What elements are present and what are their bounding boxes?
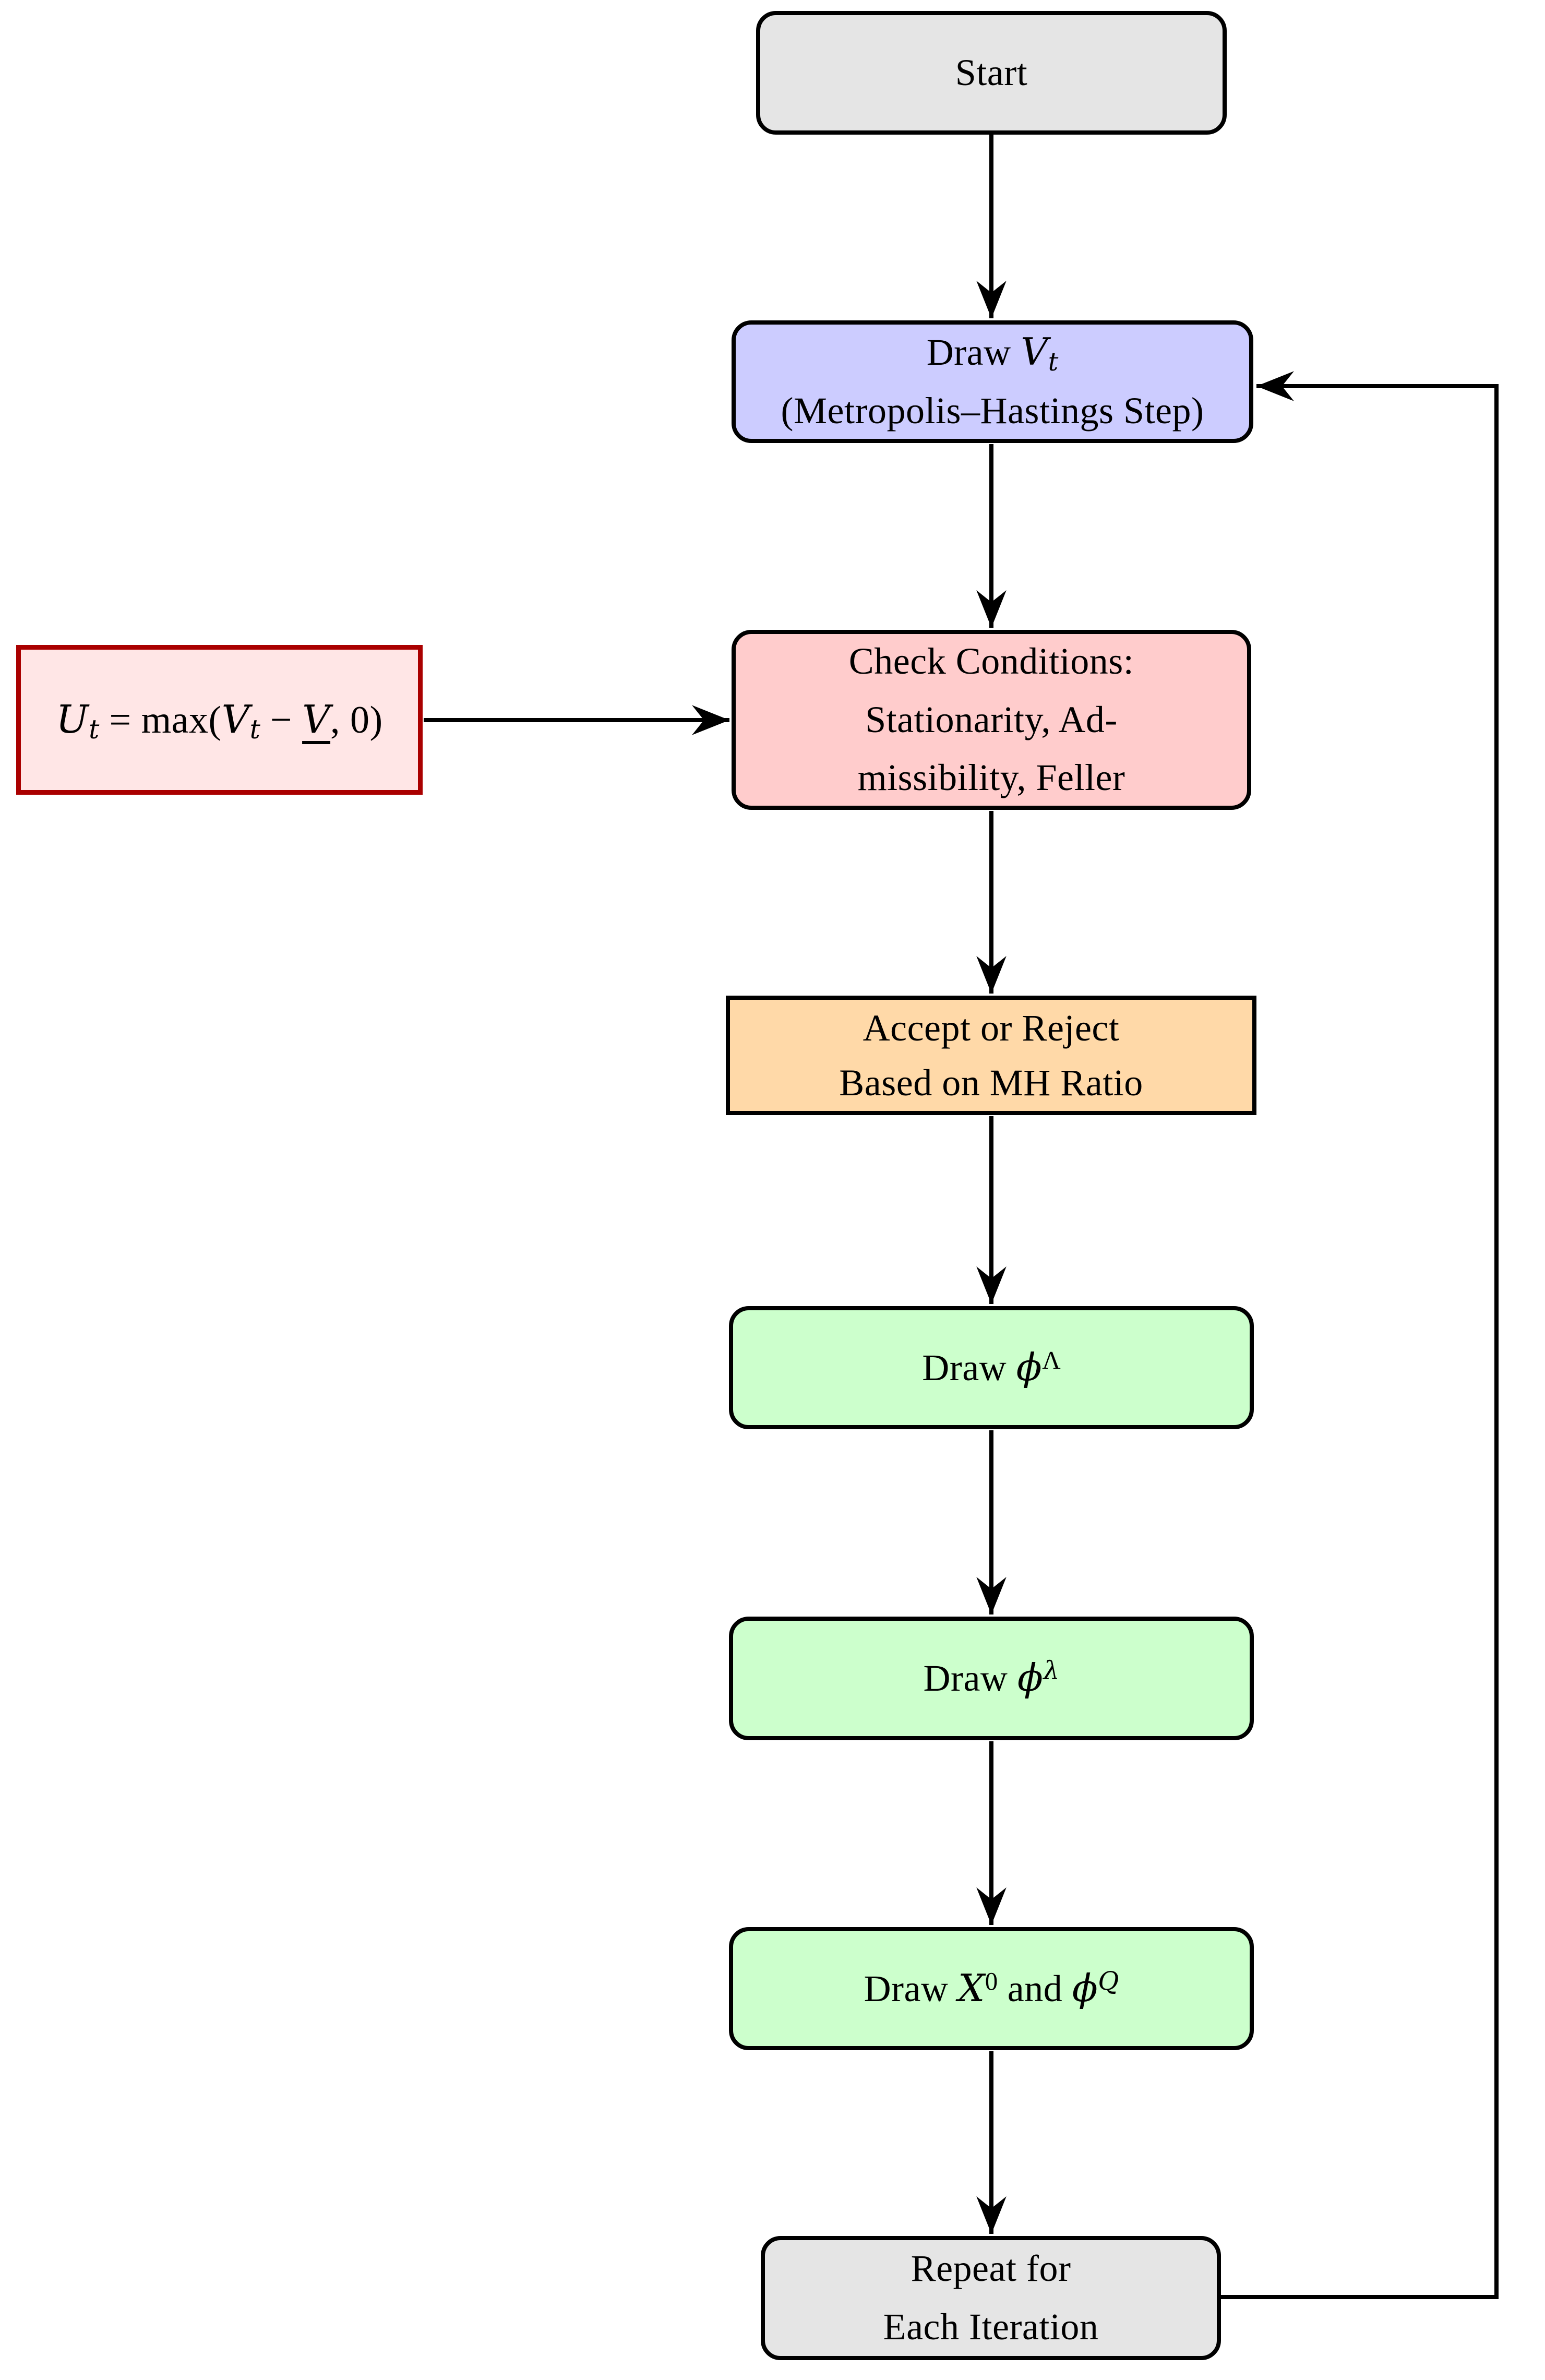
node-draw-phi-lambda-label: Draw ϕλ — [923, 1656, 1060, 1700]
node-draw-phi-Lambda-label: Draw ϕΛ — [922, 1345, 1061, 1389]
node-repeat-line2: Each Iteration — [883, 2306, 1099, 2348]
node-draw-vt: Draw Vt (Metropolis–Hastings Step) — [732, 320, 1253, 443]
node-start-label: Start — [955, 51, 1028, 93]
node-accept-line2: Based on MH Ratio — [839, 1061, 1143, 1104]
node-repeat-line1: Repeat for — [911, 2247, 1071, 2290]
node-draw-phi-lambda: Draw ϕλ — [729, 1617, 1254, 1740]
node-draw-x0-phiQ-label: Draw X0 and ϕQ — [864, 1966, 1119, 2010]
node-start: Start — [756, 11, 1227, 135]
node-draw-vt-line1: Draw Vt — [926, 330, 1059, 377]
node-check-line2: Stationarity, Ad- — [865, 698, 1118, 740]
node-draw-x0-phiQ: Draw X0 and ϕQ — [729, 1927, 1254, 2050]
node-repeat: Repeat for Each Iteration — [761, 2236, 1221, 2360]
node-u-condition-formula: Ut = max(Vt − V, 0) — [56, 697, 383, 745]
node-accept-line1: Accept or Reject — [863, 1007, 1120, 1049]
node-check-line3: missibility, Feller — [857, 757, 1125, 799]
edge-repeat-loop-to-drawvt — [1221, 371, 1499, 2299]
node-u-condition: Ut = max(Vt − V, 0) — [16, 645, 423, 795]
node-check-conditions: Check Conditions: Stationarity, Ad- miss… — [732, 630, 1251, 810]
node-accept-reject: Accept or Reject Based on MH Ratio — [726, 996, 1256, 1115]
node-draw-phi-Lambda: Draw ϕΛ — [729, 1306, 1254, 1429]
node-draw-vt-line2: (Metropolis–Hastings Step) — [781, 390, 1204, 432]
node-check-line1: Check Conditions: — [848, 640, 1134, 683]
